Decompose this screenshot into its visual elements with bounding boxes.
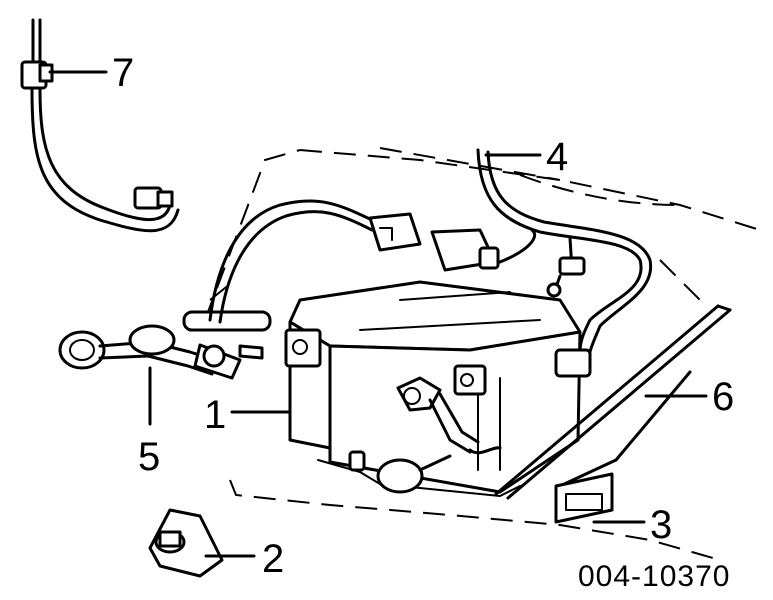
callout-6: 6 (712, 375, 734, 419)
harness-upper (208, 199, 422, 324)
callout-7: 7 (112, 51, 134, 95)
positive-cable (376, 376, 502, 494)
clip-2 (148, 508, 224, 578)
leader-lines (48, 70, 708, 558)
body-outline-dashed (204, 147, 761, 561)
strap-6 (494, 304, 732, 500)
callout-5: 5 (138, 435, 160, 479)
harness-4 (430, 148, 653, 378)
callout-1: 1 (204, 393, 226, 437)
callout-2: 2 (262, 537, 284, 581)
callout-3: 3 (650, 503, 672, 547)
battery-1 (284, 280, 582, 497)
harness-7 (20, 18, 180, 233)
figure-number: 004-10370 (578, 560, 730, 593)
cable-5 (58, 310, 272, 380)
bracket-3 (554, 472, 614, 524)
callout-4: 4 (546, 135, 568, 179)
